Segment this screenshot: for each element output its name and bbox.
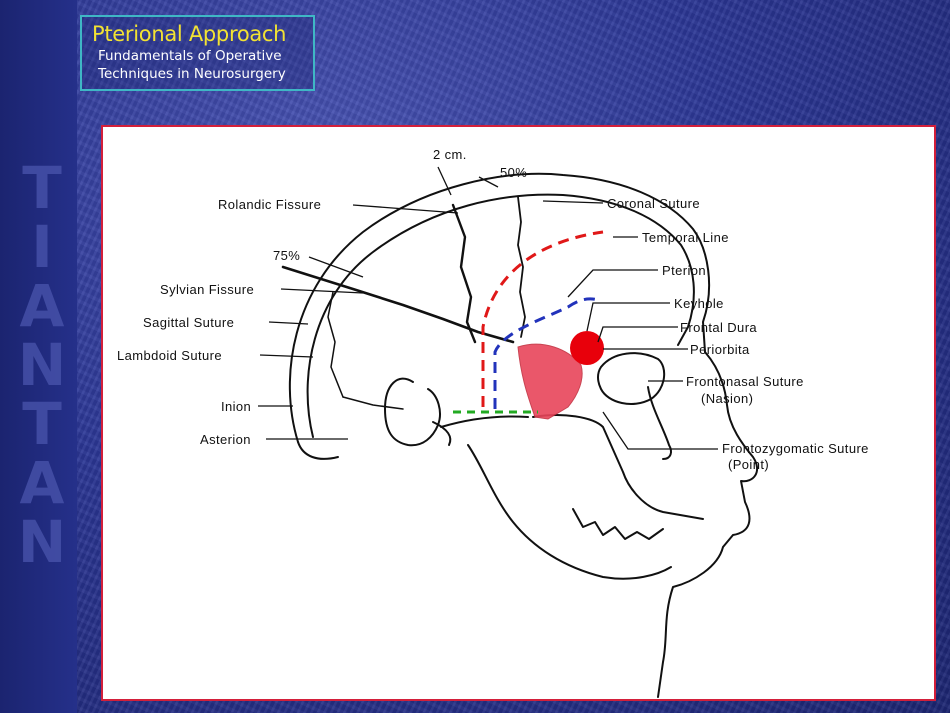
leader-50pct [478,176,499,188]
label-inion: Inion [221,399,251,414]
label-lambdoid-suture: Lambdoid Suture [117,348,222,363]
leader-75pct [308,256,364,278]
label-sylvian-fissure: Sylvian Fissure [160,282,254,297]
temporal-bone-line [342,396,404,410]
label-point: (Point) [728,457,769,472]
blue-dashed-line [493,297,599,409]
diagram-frame: 2 cm. 50% Rolandic Fissure 75% Sylvian F… [101,125,936,701]
temporal-shaded-region [517,343,583,420]
red-dashed-line [481,230,604,407]
label-rolandic-fissure: Rolandic Fissure [218,197,321,212]
label-frontozygomatic-suture: Frontozygomatic Suture [722,441,869,456]
side-banner: TIANTAN HOSPITAL [0,0,77,713]
neck-outline [297,441,339,460]
leader-sagittal [268,321,309,325]
label-asterion: Asterion [200,432,251,447]
ear [384,377,441,447]
ear-canal [432,421,452,446]
zygomatic-arch [440,415,529,428]
label-nasion: (Nasion) [701,391,753,406]
slide-subtitle-line1: Fundamentals of Operative [98,48,282,64]
face-orbit [597,352,666,405]
leader-frontozygomatic [602,411,718,450]
label-50pct: 50% [500,165,527,180]
slide-title: Pterional Approach [92,22,287,46]
face-nose [647,386,672,460]
rolandic-fissure-line [451,203,477,344]
face-jaw [467,444,672,580]
label-frontonasal-suture: Frontonasal Suture [686,374,804,389]
leader-rolandic [352,204,459,214]
lambdoid-suture-line [327,291,344,398]
label-75pct: 75% [273,248,300,263]
side-banner-text: TIANTAN HOSPITAL [0,124,76,596]
label-pterion: Pterion [662,263,706,278]
leader-sylvian [280,288,364,294]
face-teeth [572,508,664,540]
leader-pterion [567,269,658,298]
skull-diagram: 2 cm. 50% Rolandic Fissure 75% Sylvian F… [117,147,869,698]
label-frontal-dura: Frontal Dura [680,320,757,335]
leader-keyhole [586,302,670,332]
label-sagittal-suture: Sagittal Suture [143,315,234,330]
title-box: Pterional Approach Fundamentals of Opera… [80,15,315,91]
keyhole-marker [570,331,604,365]
label-coronal-suture: Coronal Suture [607,196,700,211]
leader-coronal [542,200,604,204]
label-2cm: 2 cm. [433,147,467,162]
label-periorbita: Periorbita [690,342,750,357]
coronal-suture-line [517,196,526,338]
leader-frontaldura [597,326,678,343]
label-temporal-line: Temporal Line [642,230,729,245]
leader-lambdoid [259,354,314,358]
label-keyhole: Keyhole [674,296,724,311]
skull-outline [306,193,695,438]
face-cheekbone [532,414,704,520]
slide-subtitle-line2: Techniques in Neurosurgery [98,66,286,82]
leader-2cm [437,166,452,196]
head-outline [288,172,759,698]
